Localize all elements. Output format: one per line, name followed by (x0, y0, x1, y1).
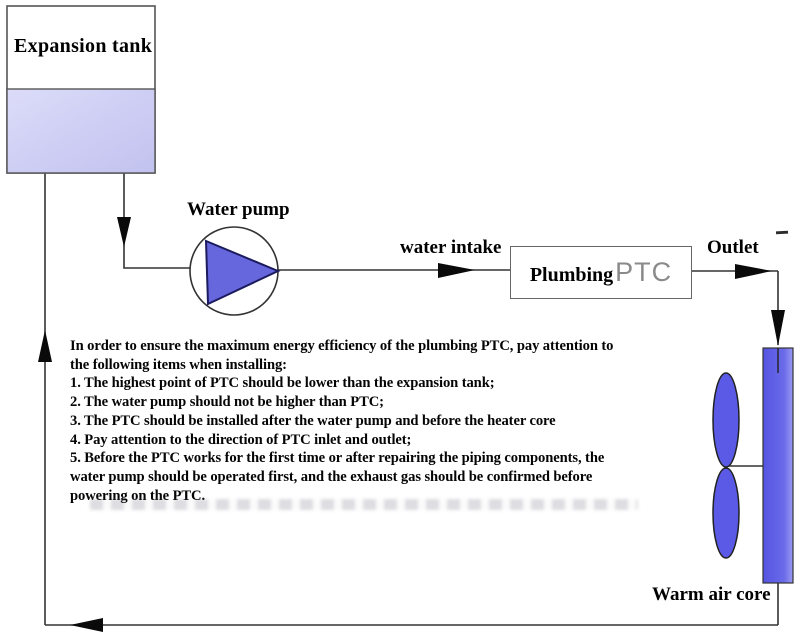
installation-notes: In order to ensure the maximum energy ef… (70, 337, 630, 505)
instruction-line: 2. The water pump should not be higher t… (70, 394, 384, 411)
plumbing-label: Plumbing (529, 264, 614, 286)
warm-air-core-shape (762, 347, 794, 584)
instruction-line: 4. Pay attention to the direction of PTC… (70, 431, 412, 448)
ptc-label: PTC (615, 257, 673, 287)
expansion-tank-shape (6, 5, 156, 174)
outlet-label: Outlet (707, 237, 759, 258)
arrow-down-to-core (771, 310, 785, 346)
instruction-line: 3. The PTC should be installed after the… (70, 412, 556, 429)
flow-arrowheads (38, 217, 785, 632)
arrow-left-return (70, 618, 103, 632)
warm-air-core-label: Warm air core (652, 584, 771, 605)
water-pump-label: Water pump (187, 199, 290, 220)
instruction-line: 5. Before the PTC works for the first ti… (70, 450, 605, 467)
water-pump-icon (189, 226, 281, 316)
instruction-line: the following items when installing: (70, 356, 287, 373)
arrow-right-outlet (735, 264, 772, 279)
pipe-tank-to-pump (123, 173, 191, 269)
instruction-line: water pump should be operated first, and… (70, 468, 593, 485)
plumbing-ptc-box: Plumbing PTC (510, 246, 692, 299)
instruction-line: powering on the PTC. (70, 487, 206, 504)
arrow-down-to-pump (117, 217, 131, 247)
instruction-line: 1. The highest point of PTC should be lo… (70, 375, 495, 392)
instruction-line: In order to ensure the maximum energy ef… (70, 338, 614, 354)
arrow-right-intake (438, 263, 475, 278)
water-intake-label: water intake (400, 237, 502, 258)
arrow-up-to-tank (38, 330, 52, 362)
fan-icon (712, 372, 763, 559)
blurred-text-remnant (90, 499, 638, 510)
expansion-tank-label: Expansion tank (14, 35, 153, 57)
